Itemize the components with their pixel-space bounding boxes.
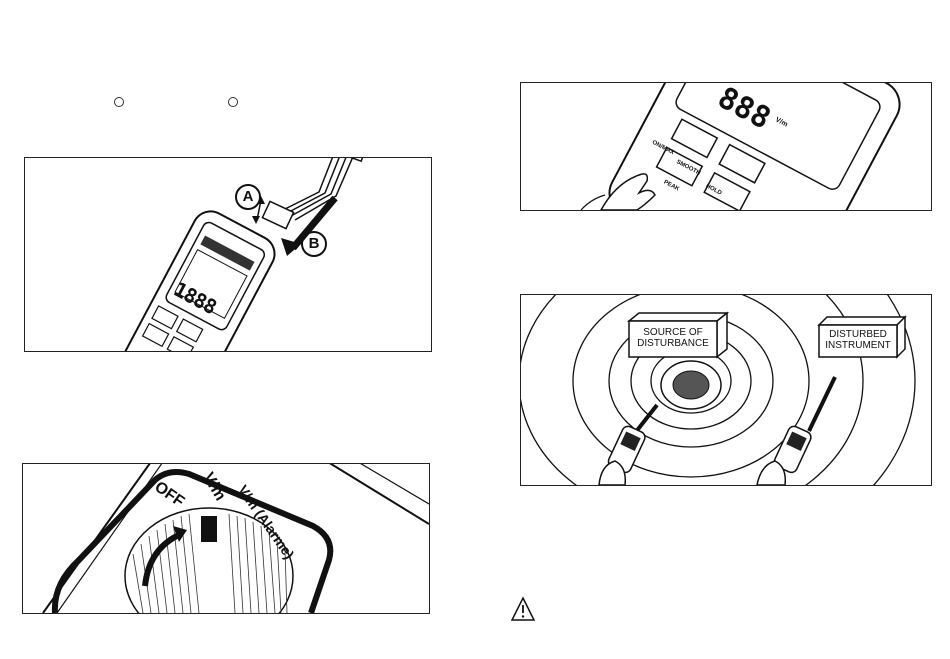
disturbance-illustration (521, 295, 931, 485)
marker-a-label: A (243, 188, 254, 205)
marker-b: B (301, 231, 327, 257)
bullet-circle-2 (228, 97, 238, 107)
disturbed-instrument-label: DISTURBED INSTRUMENT (821, 329, 895, 351)
connect-probe-illustration (25, 158, 431, 351)
figure-keypad: 888 V/m ON/MAX SMOOTH PEAK HOLD (520, 82, 932, 211)
rotary-switch-illustration (23, 464, 429, 613)
figure-rotary-switch: OFF V/m V/m (Alarme) (22, 463, 430, 614)
marker-b-label: B (309, 235, 320, 252)
bullet-circle-1 (114, 97, 124, 107)
figure-disturbance: SOURCE OF DISTURBANCE DISTURBED INSTRUME… (520, 294, 932, 486)
marker-a: A (235, 184, 261, 210)
source-of-disturbance-label: SOURCE OF DISTURBANCE (633, 327, 713, 349)
warning-triangle-icon (510, 596, 536, 622)
figure-connect-probe: 1888 A B (24, 157, 432, 352)
